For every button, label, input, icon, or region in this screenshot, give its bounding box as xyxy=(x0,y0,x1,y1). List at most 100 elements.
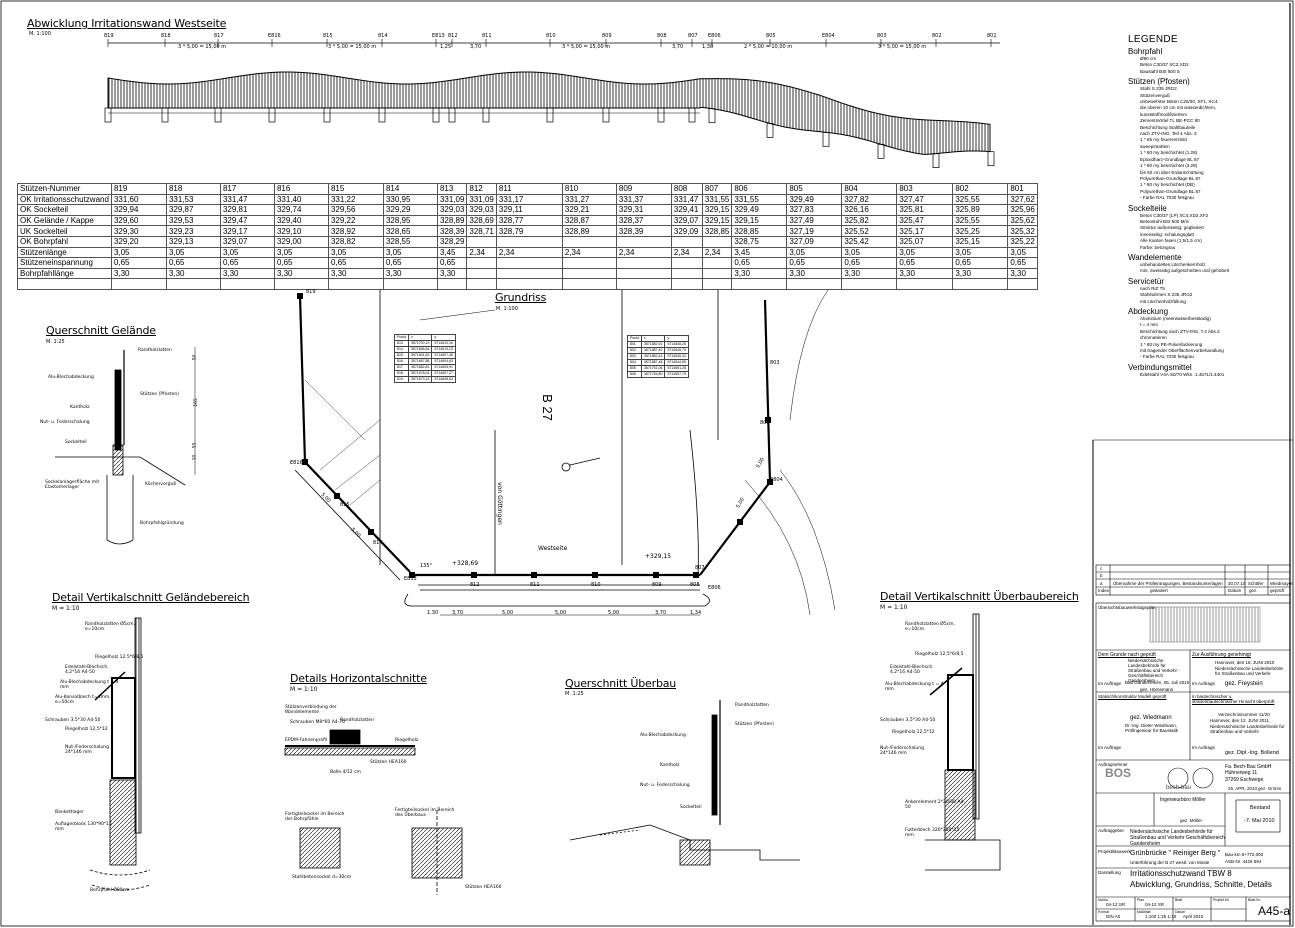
bottom-dimension: 1,34 xyxy=(690,610,702,616)
table-cell: 2,34 xyxy=(495,246,563,259)
table-cell: 3,05 xyxy=(382,246,438,259)
table-cell: 326,16 xyxy=(841,204,898,216)
title-block-text: ASB-Nr. 4426 594 xyxy=(1225,859,1262,864)
elevation-drawing xyxy=(104,39,1000,168)
table-cell: 806 xyxy=(731,183,788,195)
table-cell: 331,22 xyxy=(327,193,384,206)
annotation-label: Stützenverbindung der Wandelemente xyxy=(285,705,337,715)
dimension-label: 3 * 5,00 = 15,00 m xyxy=(878,44,927,50)
post-label: 807 xyxy=(695,565,705,571)
annotation-label: Edelstahl-Blechsch. 4,2*16 A4-50 xyxy=(890,665,934,675)
table-cell: 329,22 xyxy=(327,214,384,227)
legend-item: mit Lärchenholzfüllung xyxy=(1140,298,1186,304)
table-cell: 819 xyxy=(110,183,167,195)
table-cell xyxy=(382,278,438,290)
table-cell: 3,05 xyxy=(219,246,275,259)
table-cell: 329,09 xyxy=(670,225,703,237)
table-cell: 815 xyxy=(327,183,384,195)
row-label: Stützenlänge xyxy=(17,246,112,259)
title-block-text: 26. APR. 2010 xyxy=(1228,786,1258,791)
table-cell: 329,30 xyxy=(110,225,167,237)
table-cell: 5714607,27 xyxy=(431,370,456,377)
annotation-label: Schrauben 3,5*30 A4-50 xyxy=(45,718,101,723)
post-marker xyxy=(693,572,699,578)
title-block-text: Bad Gandersheim, 05. Juli 2010 xyxy=(1125,680,1190,685)
title-block-text: gez. Grimm xyxy=(1258,786,1282,791)
sheet-number: A45-a xyxy=(1258,904,1291,918)
table-cell: 0,65 xyxy=(896,257,954,269)
level-left: +328,69 xyxy=(452,560,479,567)
legend-item: nach ZTV-ING, Teil 4 Abs. 3 xyxy=(1140,131,1197,137)
table-cell xyxy=(701,257,733,269)
table-cell xyxy=(327,278,384,290)
table-cell: 818 xyxy=(165,183,221,195)
annotation-label: Nut- u. Federschalung xyxy=(640,783,690,788)
table-cell: 3,30 xyxy=(436,267,468,280)
dimension-label: 1,25 xyxy=(440,44,452,50)
field-value: April 2010 xyxy=(1183,914,1204,919)
axis-label-801: 801 xyxy=(987,33,997,39)
table-cell: 3,05 xyxy=(165,246,221,259)
axis-label-811: 811 xyxy=(482,33,492,39)
table-cell: 331,55 xyxy=(731,193,788,206)
table-cell: 802 xyxy=(952,183,1009,195)
table-cell xyxy=(615,257,672,269)
designer-logo: BOS xyxy=(1105,766,1132,780)
table-cell: 3571700,19 xyxy=(407,340,433,347)
table-cell: 0,65 xyxy=(436,257,468,269)
annotation-label: Riegelholz 12,5*6/8,5 xyxy=(915,652,964,657)
post-footing xyxy=(688,107,696,123)
table-cell: 328,95 xyxy=(382,214,438,227)
table-cell: 5714545,32 xyxy=(664,353,689,360)
bottom-dimension: 3,70 xyxy=(655,610,667,616)
revision-header: geändert xyxy=(1150,588,1168,593)
table-cell: 325,55 xyxy=(952,193,1009,206)
dimension-label: 3 * 5,00 = 15,00 m xyxy=(328,44,377,50)
table-cell: 3,30 xyxy=(952,267,1009,280)
table-cell: 329,07 xyxy=(219,235,275,248)
table-cell: 5714607,46 xyxy=(431,352,456,359)
contractor-logo: bech-bau xyxy=(1166,785,1192,791)
plan-scale: M. 1:100 xyxy=(496,306,518,312)
table-cell: 328,79 xyxy=(495,225,563,237)
legend-item: Farbe: betongrau xyxy=(1140,244,1176,250)
table-cell: 0,65 xyxy=(110,257,167,269)
post-label: 808 xyxy=(690,582,700,588)
table-cell xyxy=(615,278,672,290)
title-block-text: Niedersächsische Landesbehörde für Straß… xyxy=(1215,666,1284,676)
table-cell xyxy=(701,235,733,248)
annotation-label: Kantholz xyxy=(70,405,90,410)
annotation-label: Riegelholz 12,5*12 xyxy=(65,727,108,732)
table-cell: 805 xyxy=(786,183,843,195)
annotation-label: Bohrpfahl Ø90cm xyxy=(90,888,130,893)
table-cell: 3571882,44 xyxy=(640,353,666,360)
title-block-text: Hannover, den 18. JUNI 2010 xyxy=(1215,660,1275,665)
table-cell: 3,05 xyxy=(786,246,843,259)
revision-index: b xyxy=(1100,573,1103,579)
grounds-checked: Dem Grunde nach geprüft xyxy=(1098,652,1156,658)
post-footing xyxy=(104,107,112,123)
field-value: 1:100 1:25 1:10 xyxy=(1145,914,1177,919)
legend-heading: Verbindungsmittel xyxy=(1128,362,1192,372)
annotation-label: Futterblech 320*250*15 mm xyxy=(905,828,960,838)
annotation-label: EPDM-Fahnenprofil xyxy=(285,738,328,743)
table-cell: 3571882,92 xyxy=(640,341,666,348)
table-cell: 329,40 xyxy=(273,214,329,227)
legend-item: 1 * 80 my beschichtet (DB) xyxy=(1140,182,1195,188)
superstructure-section-title: Querschnitt Überbau xyxy=(565,677,677,690)
table-cell: 331,47 xyxy=(670,193,703,206)
table-cell: 3,30 xyxy=(382,267,438,280)
axis-label-817: 817 xyxy=(214,33,224,39)
legend-heading: Abdeckung xyxy=(1128,307,1169,316)
table-cell: 328,69 xyxy=(466,214,497,227)
elevation-scale: M. 1:100 xyxy=(29,31,51,37)
table-cell: 3,30 xyxy=(896,267,954,280)
post-footing xyxy=(448,107,456,123)
annotation-label: Riegelholz 12,5*6/8,5 xyxy=(95,655,144,660)
table-cell: 3,05 xyxy=(327,246,384,259)
annotation-label: Alu-Blechabdeckung xyxy=(640,733,686,738)
field-value: 04-12 SR xyxy=(1106,902,1126,907)
